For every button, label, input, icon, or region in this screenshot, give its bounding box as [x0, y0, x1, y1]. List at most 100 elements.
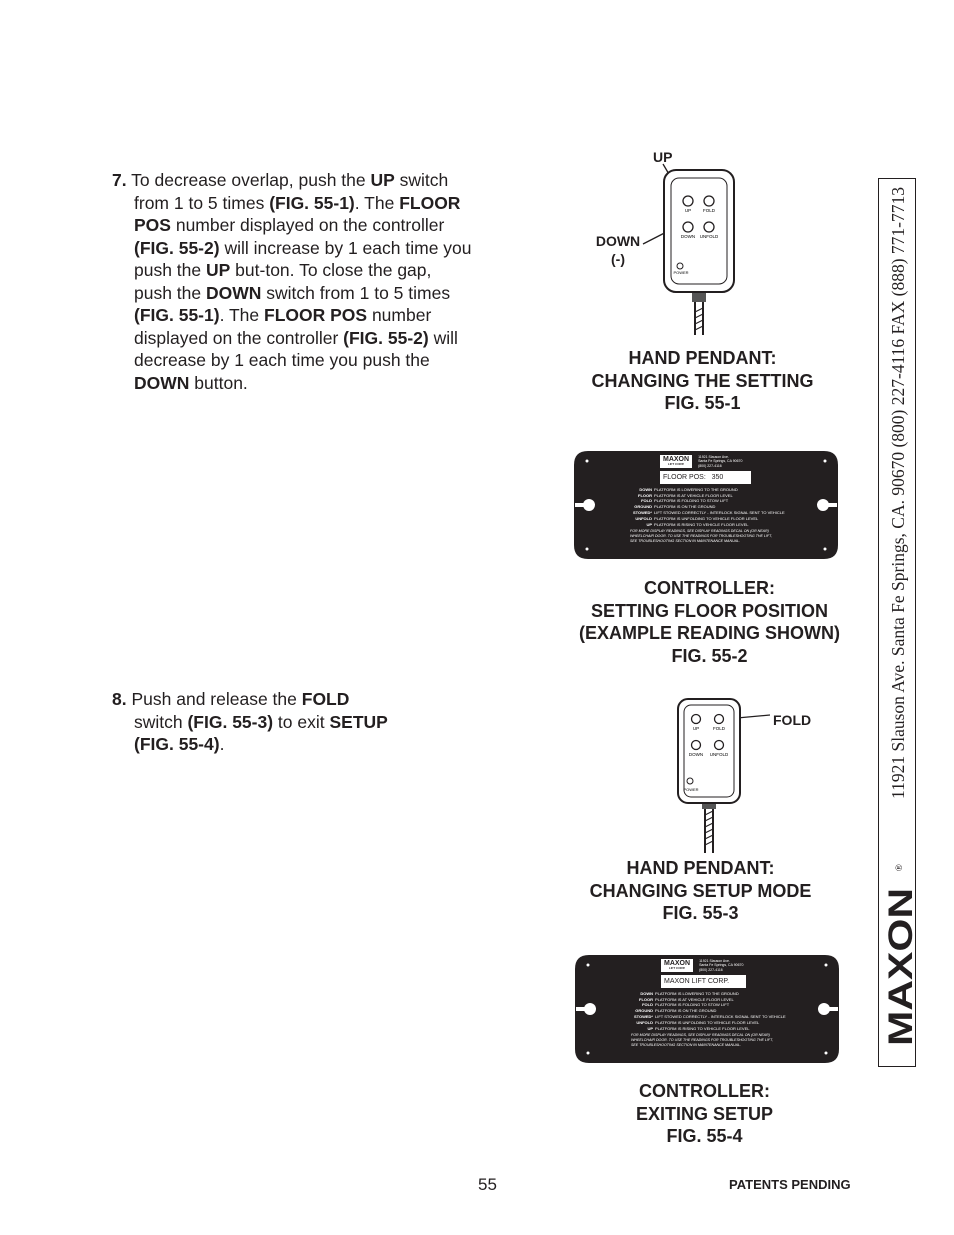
caption-fig-55-1: HAND PENDANT: CHANGING THE SETTING FIG. … — [570, 347, 835, 415]
text-run: will decrease by 1 each time you push th… — [134, 327, 458, 371]
reading-value: PLATFORM IS LOWERING TO THE GROUND — [655, 990, 739, 996]
controller-note: FOR MORE DISPLAY READINGS, SEE DISPLAY R… — [630, 529, 808, 543]
label-down-sign: (-) — [611, 251, 625, 267]
address-line: Santa Fe Springs, CA 90670 — [699, 963, 744, 968]
btn-down-label: DOWN — [689, 752, 703, 757]
address-line: Santa Fe Springs, CA 90670 — [698, 459, 743, 464]
reading-value: PLATFORM IS AT VEHICLE FLOOR LEVEL — [655, 996, 734, 1002]
btn-up-label: UP — [685, 208, 691, 213]
controller-brand: MAXON — [663, 456, 690, 463]
patents-pending: PATENTS PENDING — [729, 1177, 851, 1192]
power-label: POWER — [673, 270, 688, 275]
note-line: WHEELCHAIR DOOR. TO USE THE READINGS FOR… — [631, 1038, 773, 1043]
step-7: 7. To decrease overlap, push the UP swit… — [112, 169, 472, 394]
hand-pendant-fig-55-1: UP FOLD DOWN UNFOLD POWER — [642, 163, 735, 335]
reading-row: STOWED*LIFT STOWED CORRECTLY - INTERLOCK… — [630, 510, 808, 516]
caption-line: (EXAMPLE READING SHOWN) — [579, 623, 840, 643]
controller-address: 11921 Slauson Ave. Santa Fe Springs, CA … — [698, 455, 742, 468]
bold-run: (FIG. 55-2) — [134, 237, 220, 258]
controller-display: FLOOR POS: 350 — [660, 470, 751, 484]
caption-fig-55-3: HAND PENDANT: CHANGING SETUP MODE FIG. 5… — [568, 857, 833, 925]
text-run: To decrease overlap, push the — [131, 170, 371, 190]
reading-key: GROUND — [635, 1008, 653, 1014]
reading-row: STOWED*LIFT STOWED CORRECTLY - INTERLOCK… — [631, 1014, 809, 1020]
btn-fold-label: FOLD — [703, 208, 716, 213]
address-line: 11921 Slauson Ave. — [698, 455, 729, 459]
bold-run: SETUP (FIG. 55-4) — [134, 711, 388, 755]
controller-display: MAXON LIFT CORP. — [661, 974, 746, 988]
sidebar-reg-mark: ® — [894, 864, 904, 871]
reading-key: DOWN — [640, 990, 653, 996]
controller-brand-sub: LIFT CORP. — [668, 966, 686, 970]
hand-pendant-fig-55-3: UP FOLD DOWN UNFOLD POWER — [677, 698, 771, 853]
caption-fig-55-4: CONTROLLER: EXITING SETUP FIG. 55-4 — [572, 1080, 837, 1148]
caption-line: SETTING FLOOR POSITION — [590, 600, 828, 621]
bold-run: UP — [206, 260, 231, 280]
note-line: SEE TROUBLESHOOTING SECTION IN MAINTENAN… — [631, 1042, 742, 1047]
note-line: WHEELCHAIR DOOR. TO USE THE READINGS FOR… — [630, 534, 772, 539]
reading-key: STOWED* — [633, 1014, 653, 1020]
step-7-body: To decrease overlap, push the UP switch … — [131, 170, 471, 393]
controller-body — [575, 955, 839, 1063]
step-8-text: 8. Push and release the FOLD switch (FIG… — [112, 688, 402, 756]
bold-run: (FIG. 55-3) — [187, 711, 274, 732]
label-down-text: DOWN — [595, 233, 641, 249]
address-line: 11921 Slauson Ave. — [699, 959, 730, 963]
controller-brand-logo: MAXON LIFT CORP. — [661, 959, 694, 972]
reading-value: PLATFORM IS LOWERING TO THE GROUND — [654, 486, 738, 492]
bold-run: DOWN — [134, 372, 190, 393]
text-run: . The — [354, 192, 400, 213]
page-number: 55 — [478, 1175, 497, 1194]
step-8-number: 8. — [112, 689, 127, 709]
controller-address: 11921 Slauson Ave. Santa Fe Springs, CA … — [699, 959, 743, 972]
label-fold: FOLD — [773, 712, 812, 728]
reading-key: UNFOLD — [635, 515, 652, 521]
maxon-logo: ® MAXON — [882, 864, 917, 1046]
text-run: will increase by 1 each time you push th… — [134, 237, 472, 281]
controller-brand: MAXON — [664, 960, 691, 967]
text-run: switch from 1 to 5 times — [261, 282, 451, 303]
sidebar-address-box: 11921 Slauson Ave. Santa Fe Springs, CA.… — [878, 178, 917, 1067]
step-7-text: 7. To decrease overlap, push the UP swit… — [112, 169, 472, 394]
reading-value: PLATFORM IS FOLDING TO STOW LIFT — [654, 498, 729, 504]
btn-unfold-label: UNFOLD — [700, 234, 719, 239]
caption-line: FIG. 55-2 — [671, 645, 748, 666]
power-label: POWER — [683, 787, 698, 792]
label-down: DOWN (-) — [593, 232, 643, 268]
text-run: but-ton. To close the gap, push the — [134, 260, 432, 303]
text-run: button. — [189, 372, 248, 393]
bold-run: (FIG. 55-1) — [269, 192, 355, 213]
bold-run: FLOOR POS — [264, 305, 368, 325]
reading-value: PLATFORM IS RISING TO VEHICLE FLOOR LEVE… — [655, 1025, 750, 1031]
caption-line: CONTROLLER: — [639, 1081, 770, 1101]
reading-key: FLOOR — [638, 492, 652, 498]
address-line: (800) 227-4116 — [698, 463, 722, 468]
note-line: FOR MORE DISPLAY READINGS, SEE DISPLAY R… — [630, 529, 769, 534]
sidebar-address: 11921 Slauson Ave. Santa Fe Springs, CA.… — [888, 187, 908, 799]
reading-value: PLATFORM IS UNFOLDING TO VEHICLE FLOOR L… — [654, 515, 759, 521]
reading-key: UNFOLD — [636, 1019, 653, 1025]
reading-value: PLATFORM IS ON THE GROUND — [655, 1008, 717, 1014]
text-run: switch — [134, 711, 188, 732]
caption-line: CHANGING SETUP MODE — [589, 880, 812, 901]
bold-run: UP — [370, 170, 395, 190]
btn-fold-label: FOLD — [713, 726, 726, 731]
step-7-number: 7. — [112, 170, 127, 190]
reading-value: PLATFORM IS RISING TO VEHICLE FLOOR LEVE… — [654, 521, 749, 527]
controller-body — [574, 451, 838, 559]
caption-line: CONTROLLER: — [644, 578, 775, 598]
bold-run: FLOOR POS — [134, 192, 461, 236]
